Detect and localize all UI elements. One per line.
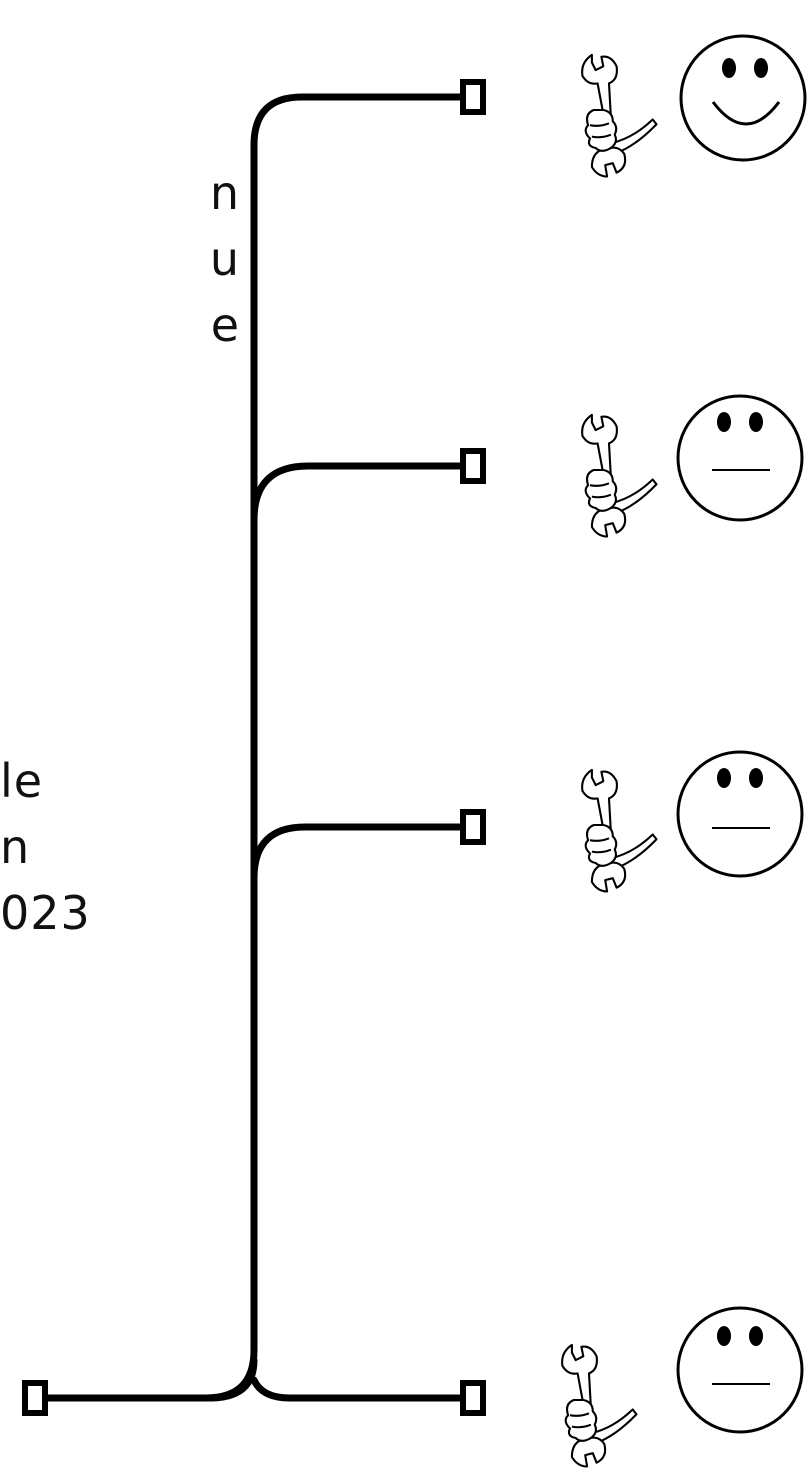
wrench-icon <box>561 1343 638 1468</box>
smile-face <box>679 34 807 162</box>
start-node <box>22 1380 48 1416</box>
branch-line <box>250 93 466 149</box>
end-node <box>460 448 486 484</box>
end-node <box>460 1380 486 1416</box>
neutral-face <box>676 1306 804 1434</box>
text-line: e <box>210 298 240 352</box>
text-line: n <box>209 166 240 220</box>
text-line: le <box>0 754 44 808</box>
cropped-text-area: n u e le n 023 <box>0 0 250 1470</box>
wrench-icon <box>581 768 658 893</box>
branch-line <box>250 462 466 524</box>
branch-line <box>250 823 466 882</box>
text-line: u <box>209 232 240 286</box>
text-line: 023 <box>0 886 91 940</box>
text-line: n <box>0 820 31 874</box>
end-node <box>460 79 486 115</box>
trunk-line <box>41 141 258 1402</box>
branch-line <box>206 1356 466 1402</box>
end-node <box>460 809 486 845</box>
cropped-text-middle: le n 023 <box>0 748 250 946</box>
cropped-text-top: n u e <box>0 160 250 358</box>
wrench-icon <box>581 53 658 178</box>
neutral-face <box>676 394 804 522</box>
wrench-icon <box>581 413 658 538</box>
neutral-face <box>676 750 804 878</box>
